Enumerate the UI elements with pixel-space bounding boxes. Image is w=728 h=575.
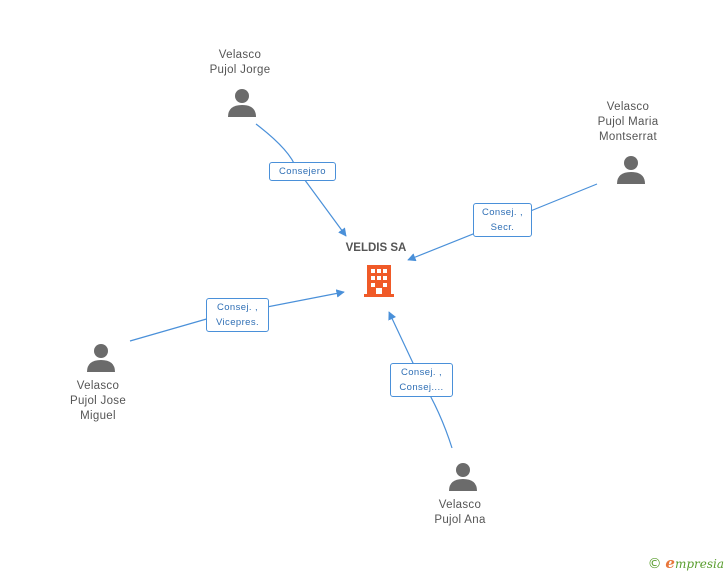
person-name-line: Pujol Jose	[69, 395, 127, 407]
brand-logo: © empresia	[648, 554, 724, 572]
person-name-line: Velasco	[438, 499, 482, 511]
brand-name: mpresia	[674, 557, 724, 571]
role-line: Consejero	[279, 166, 326, 177]
person-icon[interactable]	[616, 155, 646, 185]
edge-label-ana[interactable]: Consej. , Consej....	[390, 363, 453, 397]
person-name-jorge[interactable]: Velasco Pujol Jorge	[180, 48, 300, 78]
person-name-line: Pujol Ana	[434, 514, 486, 526]
person-name-ana[interactable]: Velasco Pujol Ana	[400, 498, 520, 528]
person-name-line: Pujol Maria	[597, 116, 659, 128]
edge-label-jorge[interactable]: Consejero	[269, 162, 336, 181]
person-name-maria[interactable]: Velasco Pujol Maria Montserrat	[568, 100, 688, 145]
role-line: Consej. ,	[400, 367, 443, 378]
person-name-line: Montserrat	[599, 131, 657, 143]
person-name-jose[interactable]: Velasco Pujol Jose Miguel	[38, 379, 158, 424]
person-name-line: Velasco	[76, 380, 120, 392]
person-icon[interactable]	[227, 88, 257, 118]
role-line: Consej. ,	[481, 207, 524, 218]
person-name-line: Velasco	[606, 101, 650, 113]
person-name-line: Miguel	[80, 410, 116, 422]
person-name-line: Velasco	[218, 49, 262, 61]
person-icon[interactable]	[86, 343, 116, 373]
person-icon[interactable]	[448, 462, 478, 492]
person-name-line: Pujol Jorge	[209, 64, 271, 76]
company-name[interactable]: VELDIS SA	[345, 242, 407, 254]
role-line: Consej....	[399, 382, 444, 393]
edge-label-jose[interactable]: Consej. , Vicepres.	[206, 298, 269, 332]
edge-label-maria[interactable]: Consej. , Secr.	[473, 203, 532, 237]
role-line: Vicepres.	[215, 317, 260, 328]
role-line: Consej. ,	[216, 302, 259, 313]
copyright-symbol: ©	[647, 556, 662, 572]
role-line: Secr.	[490, 222, 515, 233]
brand-initial: e	[665, 554, 675, 572]
building-icon[interactable]	[364, 263, 394, 297]
